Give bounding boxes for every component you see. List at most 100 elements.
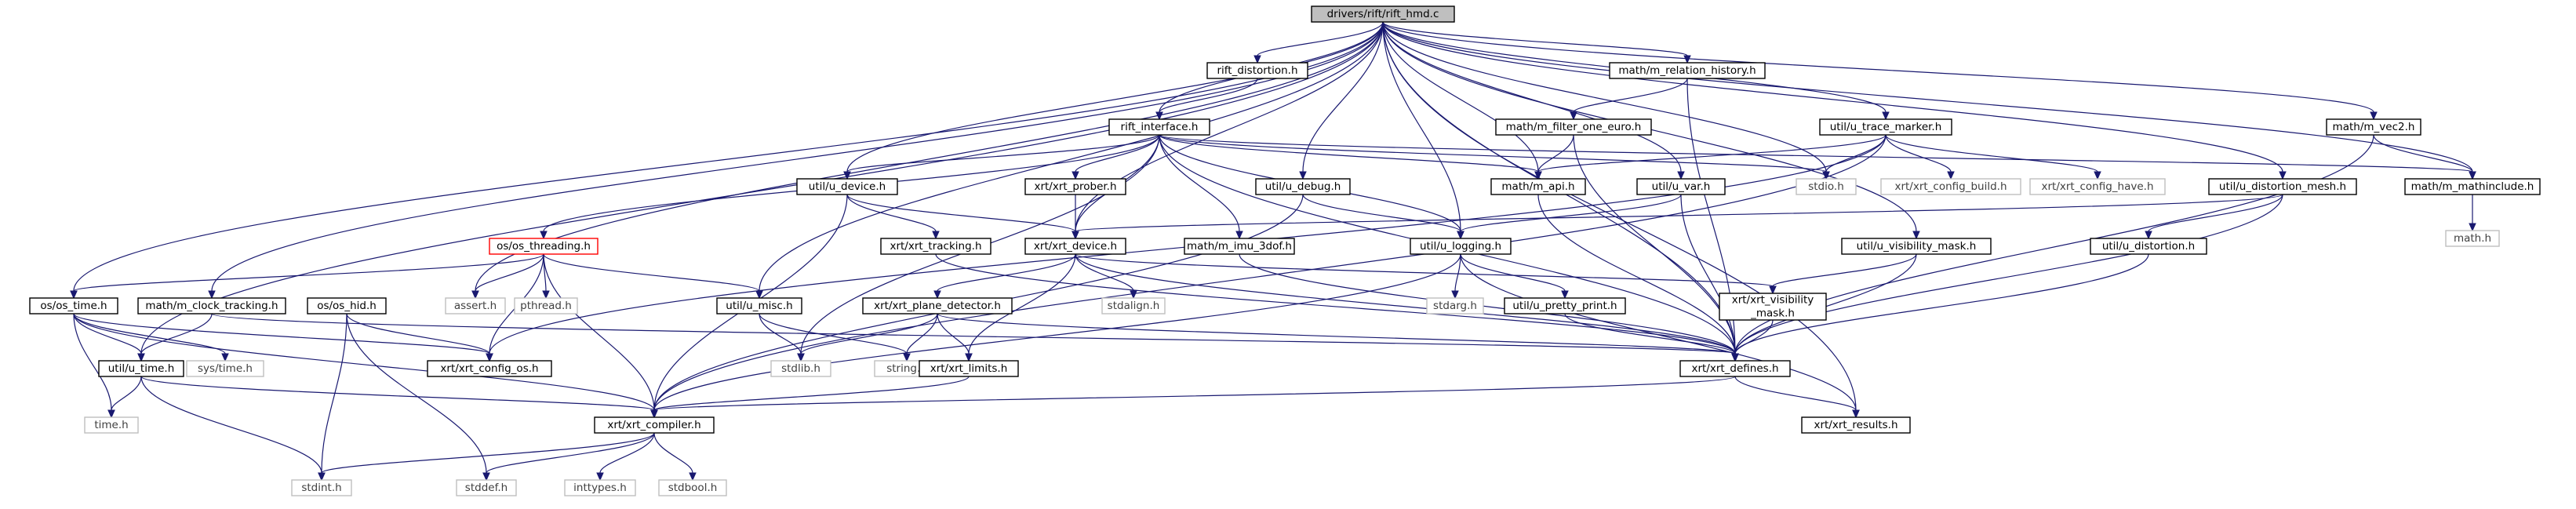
node-label: xrt/xrt_device.h	[1034, 240, 1117, 253]
edge-u_time_h-to-time_h	[107, 376, 142, 419]
node-math-h: math.h	[2445, 230, 2500, 247]
edge-u_logging_h-to-u_pretty_print_h	[1460, 253, 1569, 300]
node-m-mathinclude-h[interactable]: math/m_mathinclude.h	[2404, 178, 2541, 195]
edge-rift_hmd_c-to-u_var_h	[1382, 21, 1685, 180]
node-label: math/m_clock_tracking.h	[145, 300, 278, 312]
node-u-pretty-print-h[interactable]: util/u_pretty_print.h	[1504, 297, 1626, 314]
node-stdarg-h: stdarg.h	[1426, 297, 1484, 314]
node-label: assert.h	[454, 300, 497, 312]
edge-xrt_device_h-to-stdalign_h	[1075, 253, 1137, 300]
node-os-time-h[interactable]: os/os_time.h	[29, 297, 118, 314]
node-u-trace-marker-h[interactable]: util/u_trace_marker.h	[1819, 118, 1952, 136]
node-xrt-tracking-h[interactable]: xrt/xrt_tracking.h	[880, 238, 991, 255]
node-u-debug-h[interactable]: util/u_debug.h	[1255, 178, 1351, 195]
edge-rift_hmd_c-to-m_vec2_h	[1382, 21, 2378, 121]
edge-m_clock_tracking_h-to-u_time_h	[137, 313, 213, 362]
node-label: util/u_time.h	[108, 362, 175, 375]
node-stddef-h: stddef.h	[456, 479, 517, 496]
node-m-clock-tracking-h[interactable]: math/m_clock_tracking.h	[137, 297, 286, 314]
node-label: util/u_debug.h	[1265, 180, 1341, 193]
node-rift-interface-h[interactable]: rift_interface.h	[1108, 118, 1210, 136]
node-m-filter-one-euro-h[interactable]: math/m_filter_one_euro.h	[1495, 118, 1652, 136]
node-xrt-config-os-h[interactable]: xrt/xrt_config_os.h	[427, 360, 552, 377]
node-time-h: time.h	[84, 416, 139, 434]
node-xrt-prober-h[interactable]: xrt/xrt_prober.h	[1024, 178, 1126, 195]
node-label: xrt/xrt_config_build.h	[1894, 180, 2007, 193]
edge-xrt_device_h-to-xrt_defines_h	[1075, 253, 1739, 362]
node-label: util/u_pretty_print.h	[1512, 300, 1617, 312]
edge-os_threading_h-to-xrt_compiler_h	[543, 253, 658, 419]
node-label: rift_interface.h	[1121, 121, 1199, 133]
node-label: util/u_misc.h	[726, 300, 792, 312]
edge-u_distortion_mesh_h-to-u_distortion_h	[2145, 194, 2283, 240]
node-sys-time-h: sys/time.h	[186, 360, 264, 377]
node-stdalign-h: stdalign.h	[1101, 297, 1166, 314]
node-u-logging-h[interactable]: util/u_logging.h	[1410, 238, 1512, 255]
edge-os_hid_h-to-xrt_config_os_h	[346, 313, 493, 362]
node-label: util/u_trace_marker.h	[1830, 121, 1942, 133]
edge-xrt_limits_h-to-xrt_compiler_h	[650, 376, 970, 419]
node-label: math/m_mathinclude.h	[2411, 180, 2534, 193]
node-u-distortion-h[interactable]: util/u_distortion.h	[2090, 238, 2207, 255]
edge-xrt_defines_h-to-xrt_compiler_h	[650, 376, 1736, 419]
node-label: math.h	[2454, 232, 2491, 245]
node-xrt-config-build-h: xrt/xrt_config_build.h	[1880, 178, 2021, 195]
edge-u_trace_marker_h-to-xrt_config_have_h	[1885, 134, 2101, 180]
node-rift-hmd-c[interactable]: drivers/rift/rift_hmd.c	[1311, 5, 1455, 23]
edge-rift_hmd_c-to-u_debug_h	[1299, 21, 1384, 180]
node-rift-distortion-h[interactable]: rift_distortion.h	[1206, 62, 1308, 79]
node-os-hid-h[interactable]: os/os_hid.h	[307, 297, 387, 314]
edge-os_threading_h-to-assert_h	[471, 253, 544, 300]
node-m-relation-history-h[interactable]: math/m_relation_history.h	[1609, 62, 1766, 79]
edge-os_threading_h-to-os_time_h	[70, 253, 544, 300]
edge-xrt_defines_h-to-xrt_results_h	[1734, 376, 1860, 419]
node-u-visibility-mask-h[interactable]: util/u_visibility_mask.h	[1841, 238, 1992, 255]
edge-u_device_h-to-xrt_device_h	[846, 194, 1079, 240]
node-label: xrt/xrt_results.h	[1814, 419, 1897, 431]
node-u-misc-h[interactable]: util/u_misc.h	[716, 297, 802, 314]
node-label: inttypes.h	[573, 482, 627, 494]
node-xrt-compiler-h[interactable]: xrt/xrt_compiler.h	[594, 416, 715, 434]
node-label: time.h	[94, 419, 128, 431]
node-label: xrt/xrt_plane_detector.h	[874, 300, 1001, 312]
edge-os_threading_h-to-u_misc_h	[543, 253, 763, 300]
node-xrt-plane-detector-h[interactable]: xrt/xrt_plane_detector.h	[862, 297, 1013, 314]
edge-rift_interface_h-to-xrt_prober_h	[1072, 134, 1160, 180]
node-xrt-results-h[interactable]: xrt/xrt_results.h	[1801, 416, 1911, 434]
edge-xrt_device_h-to-xrt_plane_detector_h	[933, 253, 1076, 300]
node-m-api-h[interactable]: math/m_api.h	[1490, 178, 1586, 195]
node-label: util/u_logging.h	[1420, 240, 1501, 253]
node-label: stdarg.h	[1433, 300, 1477, 312]
node-label: stdlib.h	[781, 362, 820, 375]
edge-u_logging_h-to-stdarg_h	[1451, 253, 1461, 300]
node-label: util/u_visibility_mask.h	[1857, 240, 1977, 253]
node-label: stdalign.h	[1108, 300, 1160, 312]
node-xrt-defines-h[interactable]: xrt/xrt_defines.h	[1679, 360, 1791, 377]
node-os-threading-h[interactable]: os/os_threading.h	[489, 238, 599, 255]
node-label: xrt/xrt_defines.h	[1691, 362, 1778, 375]
node-xrt-limits-h[interactable]: xrt/xrt_limits.h	[919, 360, 1019, 377]
edge-rift_hmd_c-to-u_distortion_mesh_h	[1382, 21, 2287, 180]
node-label: xrt/xrt_limits.h	[930, 362, 1008, 375]
node-label: xrt/xrt_visibility	[1732, 294, 1814, 307]
node-xrt-visibility-mask-h[interactable]: xrt/xrt_visibility_mask.h	[1719, 293, 1827, 321]
node-u-device-h[interactable]: util/u_device.h	[796, 178, 898, 195]
edge-os_time_h-to-sys_time_h	[73, 313, 229, 362]
edge-u_pretty_print_h-to-xrt_defines_h	[1564, 313, 1739, 362]
node-u-time-h[interactable]: util/u_time.h	[98, 360, 184, 377]
node-label: os/os_threading.h	[497, 240, 591, 253]
node-label: util/u_device.h	[809, 180, 886, 193]
node-label: os/os_hid.h	[317, 300, 377, 312]
node-xrt-device-h[interactable]: xrt/xrt_device.h	[1024, 238, 1126, 255]
node-u-distortion-mesh-h[interactable]: util/u_distortion_mesh.h	[2208, 178, 2357, 195]
node-xrt-config-have-h: xrt/xrt_config_have.h	[2029, 178, 2166, 195]
node-m-imu-3dof-h[interactable]: math/m_imu_3dof.h	[1184, 238, 1295, 255]
node-u-var-h[interactable]: util/u_var.h	[1636, 178, 1726, 195]
node-m-vec2-h[interactable]: math/m_vec2.h	[2326, 118, 2421, 136]
node-stdlib-h: stdlib.h	[770, 360, 831, 377]
edge-rift_interface_h-to-stdio_h	[1159, 134, 1830, 180]
edge-u_trace_marker_h-to-m_api_h	[1534, 134, 1887, 180]
node-label: os/os_time.h	[40, 300, 107, 312]
node-label: _mask.h	[1750, 307, 1795, 320]
